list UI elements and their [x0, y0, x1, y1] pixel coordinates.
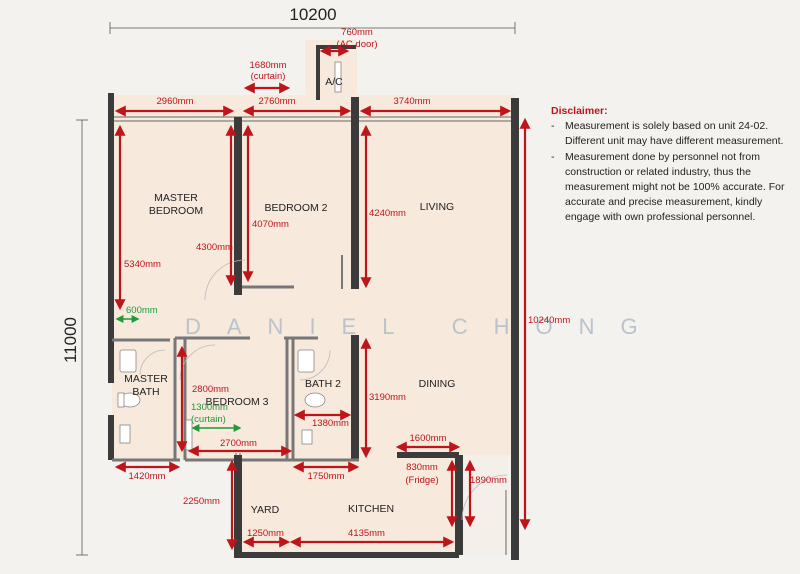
room-yard: YARD — [251, 504, 280, 516]
room-living: LIVING — [420, 201, 454, 213]
dim-2760: 2760mm — [259, 96, 296, 107]
dim-fridge-2: (Fridge) — [405, 475, 438, 486]
room-bedroom-2: BEDROOM 2 — [264, 202, 327, 214]
dim-1380: 1380mm — [312, 418, 349, 429]
overall-dimensions — [76, 22, 516, 556]
disclaimer: Disclaimer: Measurement is solely based … — [551, 104, 796, 226]
room-master-bedroom-line1: MASTER — [154, 192, 198, 204]
dim-ac-door-2: (AC door) — [336, 39, 377, 50]
dim-1420: 1420mm — [129, 471, 166, 482]
dim-curtain-b3-2: (curtain) — [191, 414, 226, 425]
room-kitchen: KITCHEN — [348, 503, 394, 515]
disclaimer-item: Measurement is solely based on unit 24-0… — [551, 119, 796, 149]
dim-2250: 2250mm — [183, 496, 220, 507]
room-ac: A/C — [325, 76, 343, 88]
green-dimension-arrows — [115, 315, 242, 432]
dim-1750: 1750mm — [308, 471, 345, 482]
room-bath-2: BATH 2 — [305, 378, 341, 390]
room-bedroom-3: BEDROOM 3 — [205, 396, 268, 408]
room-master-bedroom-line2: BEDROOM — [149, 205, 203, 217]
dim-curtain-top-2: (curtain) — [251, 71, 286, 82]
dim-3740: 3740mm — [394, 96, 431, 107]
dim-4135: 4135mm — [348, 528, 385, 539]
walls — [108, 45, 519, 560]
fixtures — [117, 61, 342, 451]
dim-fridge-1: 830mm — [406, 462, 438, 473]
room-labels: MASTER BEDROOM BEDROOM 2 LIVING A/C MAST… — [124, 76, 455, 516]
shower-icon — [119, 424, 131, 444]
dim-4240: 4240mm — [369, 208, 406, 219]
basin-icon — [119, 349, 137, 373]
dim-curtain-top-1: 1680mm — [250, 60, 287, 71]
room-master-bath-line2: BATH — [132, 386, 159, 398]
dim-1250: 1250mm — [247, 528, 284, 539]
dim-2700: 2700mm — [220, 438, 257, 449]
dim-600: 600mm — [126, 305, 158, 316]
room-dining: DINING — [419, 378, 456, 390]
overall-width-label: 10200 — [289, 5, 336, 24]
dim-1890: 1890mm — [470, 475, 507, 486]
room-master-bath-line1: MASTER — [124, 373, 168, 385]
dim-10240: 10240mm — [528, 315, 570, 326]
disclaimer-title: Disclaimer: — [551, 105, 608, 117]
dim-4070: 4070mm — [252, 219, 289, 230]
dim-4300: 4300mm — [196, 242, 233, 253]
dim-5340: 5340mm — [124, 259, 161, 270]
dim-ac-door-1: 760mm — [341, 27, 373, 38]
disclaimer-item: Measurement done by personnel not from c… — [551, 150, 796, 226]
dim-2960: 2960mm — [157, 96, 194, 107]
disclaimer-list: Measurement is solely based on unit 24-0… — [551, 119, 796, 225]
floor-fill — [112, 0, 800, 574]
watermark: DANIEL CHONG — [185, 314, 664, 339]
overall-height-label: 11000 — [61, 317, 80, 363]
partitions — [112, 255, 359, 462]
dim-1600: 1600mm — [410, 433, 447, 444]
dim-2800: 2800mm — [192, 384, 229, 395]
dim-curtain-b3-1: 1300mm — [191, 402, 228, 413]
dimension-labels: 2960mm 2760mm 3740mm 1680mm (curtain) 76… — [124, 27, 570, 539]
dimension-arrows — [114, 45, 531, 551]
dim-3190: 3190mm — [369, 392, 406, 403]
